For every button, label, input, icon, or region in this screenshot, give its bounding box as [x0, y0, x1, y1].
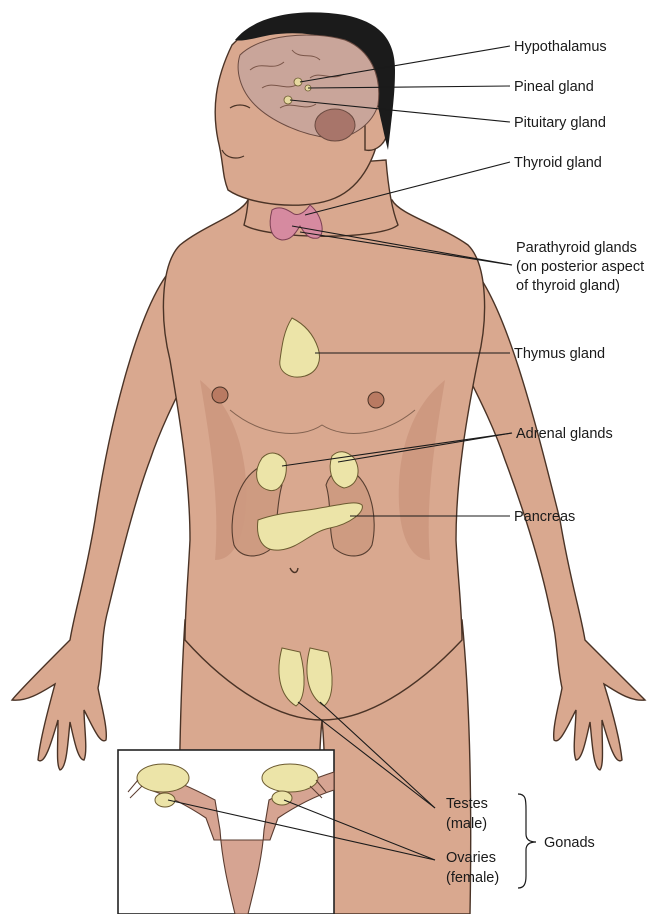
label-adrenal-glands: Adrenal glands: [516, 426, 613, 442]
ovaries-inset: [118, 750, 334, 914]
label-thymus-gland: Thymus gland: [514, 346, 605, 362]
label-parathyroid-line2: (on posterior aspect: [516, 259, 644, 275]
label-pancreas: Pancreas: [514, 509, 575, 525]
label-pituitary-gland: Pituitary gland: [514, 115, 606, 131]
label-parathyroid-line1: Parathyroid glands: [516, 240, 637, 256]
gonads-brace: [518, 794, 536, 888]
label-gonads: Gonads: [544, 835, 595, 851]
label-ovaries-line1: Ovaries: [446, 850, 496, 866]
label-parathyroid-line3: of thyroid gland): [516, 278, 620, 294]
label-testes-line1: Testes: [446, 796, 488, 812]
label-testes-line2: (male): [446, 816, 487, 832]
label-pineal-gland: Pineal gland: [514, 79, 594, 95]
label-thyroid-gland: Thyroid gland: [514, 155, 602, 171]
label-hypothalamus: Hypothalamus: [514, 39, 607, 55]
label-ovaries-line2: (female): [446, 870, 499, 886]
